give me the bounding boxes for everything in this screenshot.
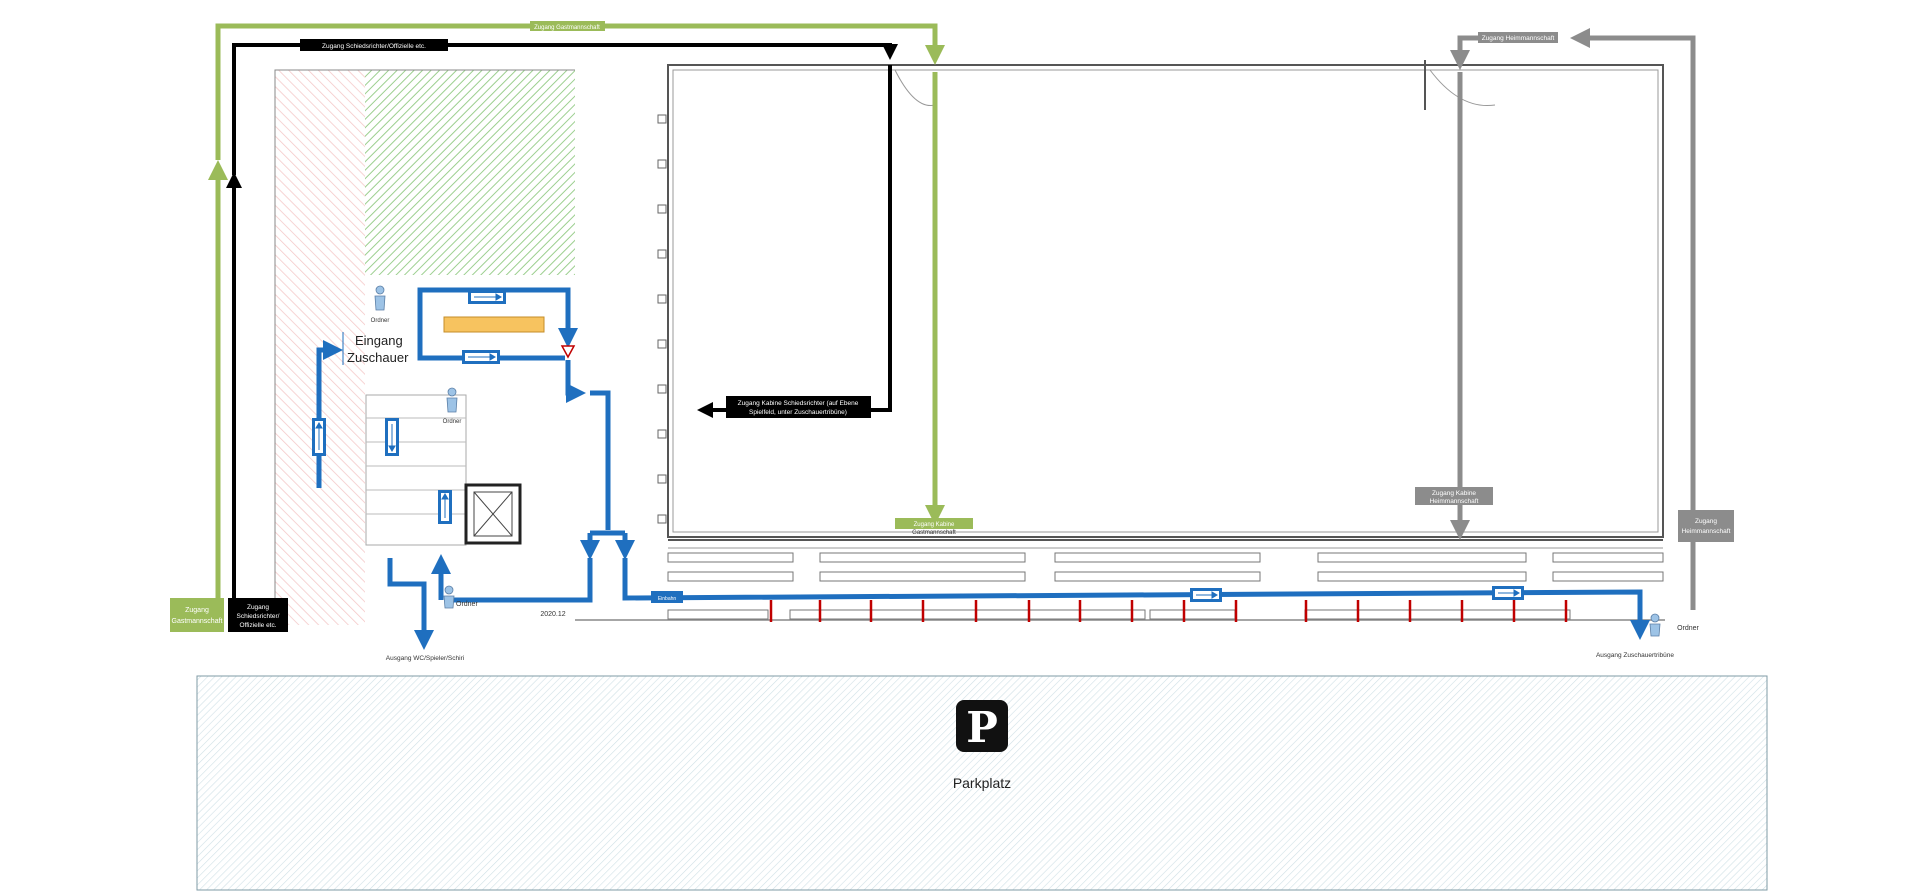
route-heimmannschaft — [1450, 28, 1696, 610]
zugang-schiri-side-label-1: Zugang — [247, 604, 269, 611]
zugang-gast-field-label-bg — [895, 518, 973, 529]
one-way-sign-icon — [468, 290, 506, 304]
one-way-sign-icon — [438, 490, 452, 524]
zugang-schiri-field-label-bg — [726, 396, 871, 418]
green-zone — [365, 70, 575, 275]
bench — [443, 316, 545, 333]
parking-label: Parkplatz — [953, 775, 1011, 791]
railing-posts — [769, 600, 1568, 622]
zugang-heim-top-label-bg — [1478, 32, 1558, 43]
date-label: 2020.12 — [540, 611, 565, 618]
zugang-gast-field-label-2: Gastmannschaft — [912, 530, 956, 536]
zugang-gast-side-label-bg — [170, 598, 224, 632]
ordner-label-4: Ordner — [1677, 625, 1699, 632]
door-left — [894, 69, 936, 107]
svg-text:Einbahn: Einbahn — [658, 596, 677, 602]
ordner-label-2: Ordner — [443, 419, 462, 425]
ausgang-right-label: Ausgang Zuschauertribüne — [1596, 652, 1674, 659]
field-side-marks — [657, 114, 667, 524]
ordner-label-1: Ordner — [371, 318, 390, 324]
zugang-heim-mid-label-1: Zugang Kabine — [1432, 490, 1476, 497]
one-way-sign-icon — [312, 418, 326, 456]
person-icon — [443, 585, 455, 609]
zugang-schiri-top-label: Zugang Schiedsrichter/Offizielle etc. — [322, 43, 426, 50]
zugang-heim-side-label-1: Zugang — [1695, 518, 1717, 525]
ordner-label-3: Ordner — [456, 601, 478, 608]
zugang-schiri-field-label-1: Zugang Kabine Schiedsrichter (auf Ebene — [738, 400, 859, 407]
entrance-label-1: Eingang — [355, 333, 403, 348]
zugang-gast-top-label-bg — [530, 21, 605, 31]
zugang-heim-mid-label-2: Heimmannschaft — [1430, 498, 1479, 505]
zugang-schiri-field-label-2: Spielfeld, unter Zuschauertribüne) — [749, 409, 847, 416]
one-way-sign-icon — [1190, 588, 1222, 602]
zugang-schiri-side-label-bg — [228, 598, 288, 632]
zugang-gast-side-label-1: Zugang — [185, 607, 209, 614]
entrance-label-2: Zuschauer — [347, 350, 409, 365]
one-way-sign-icon — [462, 350, 500, 364]
zugang-heim-side-label-2: Heimmannschaft — [1682, 528, 1731, 535]
zugang-gast-field-label-1: Zugang Kabine — [914, 522, 955, 528]
yield-sign-icon — [560, 345, 576, 359]
zugang-schiri-side-label-3: Offizielle etc. — [239, 622, 276, 629]
zugang-gast-top-label: Zugang Gastmannschaft — [534, 25, 600, 31]
one-way-sign-icon: Einbahn — [651, 591, 683, 603]
parking-sign-icon: P — [956, 700, 1008, 752]
zugang-heim-mid-label-bg — [1415, 487, 1493, 505]
field — [667, 64, 1664, 549]
zugang-schiri-side-label-2: Schiedsrichter/ — [237, 613, 280, 620]
zugang-schiri-top-label-bg — [300, 39, 448, 51]
elevator-icon — [464, 483, 522, 545]
one-way-sign-icon — [385, 418, 399, 456]
parking-sign-letter: P — [966, 703, 998, 752]
person-icon — [1649, 613, 1661, 637]
person-icon — [446, 387, 458, 413]
building-outline — [274, 69, 575, 625]
route-zuschauer — [316, 287, 1650, 650]
one-way-sign-icon — [1492, 586, 1524, 600]
zugang-heim-top-label: Zugang Heimmannschaft — [1482, 35, 1555, 42]
person-icon — [374, 285, 386, 311]
zugang-gast-side-label-2: Gastmannschaft — [172, 618, 223, 625]
zugang-heim-side-label-bg — [1678, 510, 1734, 542]
ausgang-left-label: Ausgang WC/Spieler/Schiri — [386, 655, 464, 662]
